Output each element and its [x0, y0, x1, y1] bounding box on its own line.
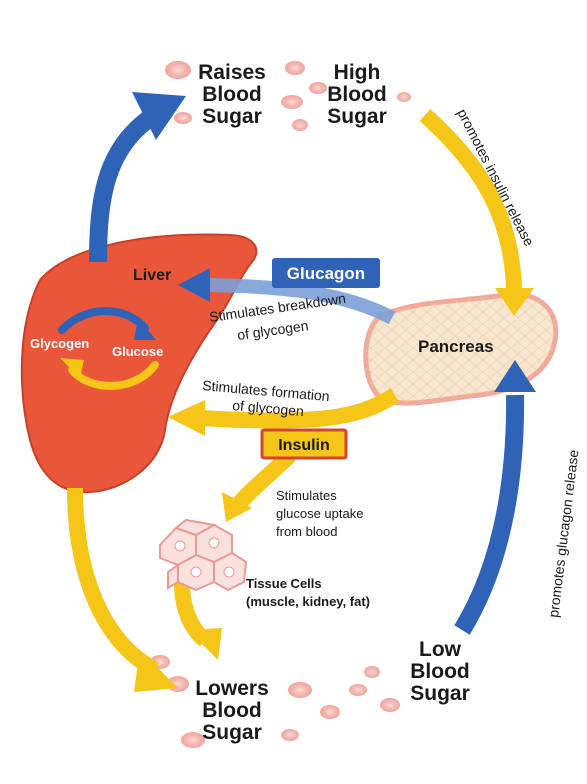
uptake-line2: glucose uptake [276, 506, 363, 521]
low-line1: Low [419, 638, 462, 661]
liver-to-lowers-arrow [75, 488, 155, 670]
insulin-label: Insulin [278, 437, 330, 454]
high-line3: Sugar [327, 105, 387, 128]
blood-cells-bottom [150, 655, 400, 748]
low-blood-sugar-label: Low Blood Sugar [410, 638, 470, 705]
lowers-blood-sugar-label: Lowers Blood Sugar [195, 677, 269, 744]
low-to-pancreas-arrow [462, 395, 515, 630]
low-line2: Blood [410, 660, 469, 683]
lowers-line2: Blood [202, 699, 261, 722]
lowers-line3: Sugar [202, 721, 262, 744]
pancreas-label: Pancreas [418, 337, 494, 356]
raises-line1: Raises [198, 61, 266, 84]
raises-line3: Sugar [202, 105, 262, 128]
glucagon-label: Glucagon [287, 264, 365, 283]
raises-blood-sugar-label: Raises Blood Sugar [198, 61, 266, 128]
insulin-arrowhead [168, 400, 205, 436]
glucose-label: Glucose [112, 344, 163, 359]
glycogen-label: Glycogen [30, 336, 89, 351]
lowers-line1: Lowers [195, 677, 269, 700]
high-blood-sugar-label: High Blood Sugar [327, 61, 387, 128]
high-line2: Blood [327, 83, 386, 106]
high-line1: High [334, 61, 381, 84]
breakdown-line2: of glycogen [236, 317, 309, 343]
liver-label: Liver [133, 267, 171, 284]
raises-line2: Blood [202, 83, 261, 106]
uptake-line3: from blood [276, 524, 337, 539]
tissue-line1: Tissue Cells [246, 576, 322, 591]
uptake-line1: Stimulates [276, 488, 337, 503]
tissue-cells-cluster [160, 520, 246, 590]
low-line3: Sugar [410, 682, 470, 705]
promotes-glucagon-label: promotes glucagon release [545, 449, 581, 619]
tissue-line2: (muscle, kidney, fat) [246, 594, 370, 609]
tissue-to-lowers-arrowhead [188, 628, 222, 660]
